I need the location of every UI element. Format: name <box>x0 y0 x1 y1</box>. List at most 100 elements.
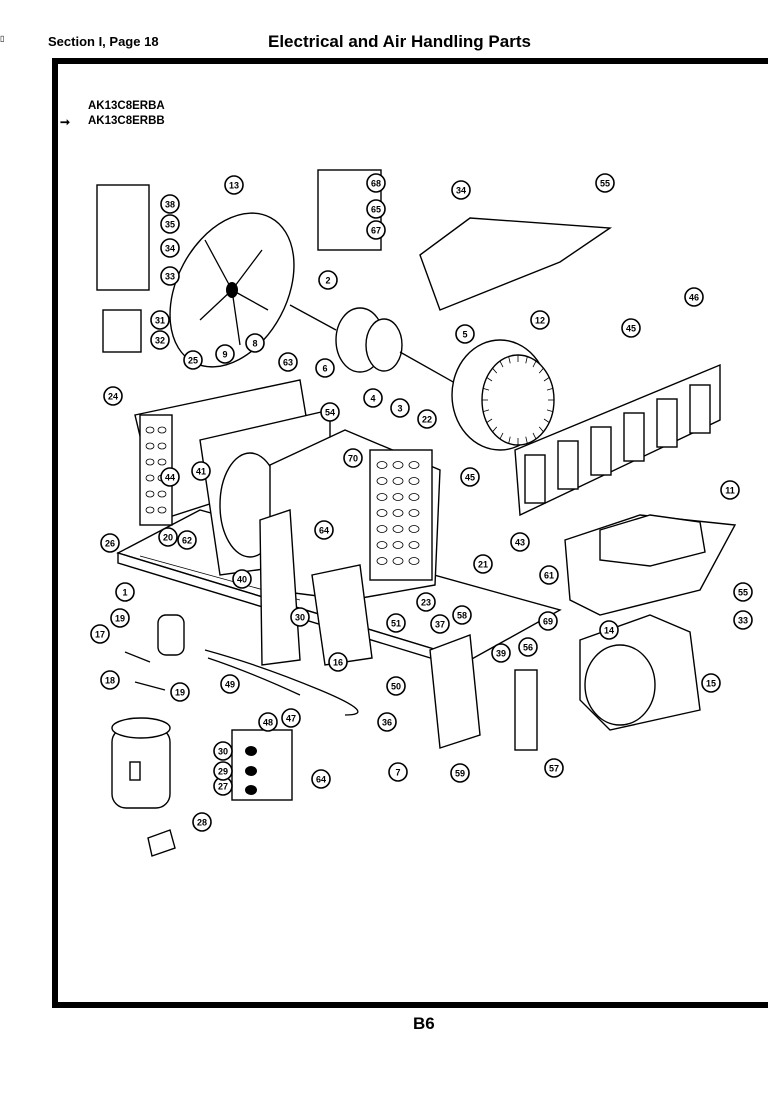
callout-26: 26 <box>100 533 120 553</box>
callout-15: 15 <box>701 673 721 693</box>
svg-text:4: 4 <box>370 394 375 404</box>
svg-text:36: 36 <box>382 718 392 728</box>
callout-8: 8 <box>245 333 265 353</box>
svg-text:1: 1 <box>122 588 127 598</box>
callout-3: 3 <box>390 398 410 418</box>
callout-65: 65 <box>366 199 386 219</box>
svg-text:65: 65 <box>371 205 381 215</box>
callout-38: 38 <box>160 194 180 214</box>
svg-text:45: 45 <box>465 473 475 483</box>
callout-18: 18 <box>100 670 120 690</box>
svg-text:46: 46 <box>689 293 699 303</box>
front-panel <box>259 509 301 666</box>
callout-57: 57 <box>544 758 564 778</box>
svg-text:69: 69 <box>543 617 553 627</box>
section-label: Section I, Page 18 <box>48 34 159 49</box>
svg-text:64: 64 <box>316 775 326 785</box>
svg-text:44: 44 <box>165 473 175 483</box>
callout-7: 7 <box>388 762 408 782</box>
evaporator-assembly <box>269 429 441 601</box>
svg-text:27: 27 <box>218 782 228 792</box>
svg-text:57: 57 <box>549 764 559 774</box>
callout-39: 39 <box>491 643 511 663</box>
callout-67: 67 <box>366 220 386 240</box>
page-number: B6 <box>413 1014 435 1033</box>
callout-64: 64 <box>314 520 334 540</box>
svg-text:40: 40 <box>237 575 247 585</box>
svg-text:7: 7 <box>395 768 400 778</box>
callout-25: 25 <box>183 350 203 370</box>
svg-text:20: 20 <box>163 533 173 543</box>
callout-36: 36 <box>377 712 397 732</box>
callout-54: 54 <box>320 402 340 422</box>
svg-text:50: 50 <box>391 682 401 692</box>
callout-43: 43 <box>510 532 530 552</box>
callout-17: 17 <box>90 624 110 644</box>
callout-23: 23 <box>416 592 436 612</box>
svg-text:55: 55 <box>600 179 610 189</box>
svg-text:48: 48 <box>263 718 273 728</box>
callout-70: 70 <box>343 448 363 468</box>
svg-text:62: 62 <box>182 536 192 546</box>
svg-text:2: 2 <box>325 276 330 286</box>
svg-text:6: 6 <box>322 364 327 374</box>
svg-text:54: 54 <box>325 408 335 418</box>
svg-text:49: 49 <box>225 680 235 690</box>
callout-34: 34 <box>451 180 471 200</box>
svg-text:33: 33 <box>738 616 748 626</box>
svg-text:25: 25 <box>188 356 198 366</box>
callout-9: 9 <box>215 344 235 364</box>
svg-text:14: 14 <box>604 626 614 636</box>
callout-16: 16 <box>328 652 348 672</box>
svg-text:67: 67 <box>371 226 381 236</box>
svg-text:35: 35 <box>165 220 175 230</box>
callout-34: 34 <box>160 238 180 258</box>
compressor <box>111 717 171 809</box>
callout-29: 29 <box>213 761 233 781</box>
svg-text:15: 15 <box>706 679 716 689</box>
callout-14: 14 <box>599 620 619 640</box>
callout-19: 19 <box>110 608 130 628</box>
svg-text:11: 11 <box>725 486 735 496</box>
svg-text:58: 58 <box>457 611 467 621</box>
svg-text:68: 68 <box>371 179 381 189</box>
svg-text:34: 34 <box>456 186 466 196</box>
svg-text:30: 30 <box>218 747 228 757</box>
svg-text:31: 31 <box>155 316 165 326</box>
svg-text:17: 17 <box>95 630 105 640</box>
svg-text:30: 30 <box>295 613 305 623</box>
callout-46: 46 <box>684 287 704 307</box>
svg-text:16: 16 <box>333 658 343 668</box>
callout-30: 30 <box>213 741 233 761</box>
callout-19: 19 <box>170 682 190 702</box>
callout-59: 59 <box>450 763 470 783</box>
svg-text:37: 37 <box>435 620 445 630</box>
callout-4: 4 <box>363 388 383 408</box>
svg-text:45: 45 <box>626 324 636 334</box>
model-arrow-icon: ➞ <box>60 115 71 129</box>
callout-33: 33 <box>160 266 180 286</box>
svg-text:33: 33 <box>165 272 175 282</box>
model-number-2: AK13C8ERBB <box>88 115 165 127</box>
callout-20: 20 <box>158 527 178 547</box>
callout-45: 45 <box>621 318 641 338</box>
svg-text:22: 22 <box>422 415 432 425</box>
svg-text:43: 43 <box>515 538 525 548</box>
capacitor <box>157 614 185 656</box>
svg-text:32: 32 <box>155 336 165 346</box>
callout-62: 62 <box>177 530 197 550</box>
diagram-frame <box>52 58 768 1008</box>
callout-64: 64 <box>311 769 331 789</box>
callout-33: 33 <box>733 610 753 630</box>
callout-37: 37 <box>430 614 450 634</box>
callout-44: 44 <box>160 467 180 487</box>
svg-text:19: 19 <box>175 688 185 698</box>
svg-text:56: 56 <box>523 643 533 653</box>
svg-text:19: 19 <box>115 614 125 624</box>
callout-1: 1 <box>115 582 135 602</box>
control-panel <box>429 634 538 751</box>
callout-31: 31 <box>150 310 170 330</box>
callout-55: 55 <box>595 173 615 193</box>
svg-text:61: 61 <box>544 571 554 581</box>
